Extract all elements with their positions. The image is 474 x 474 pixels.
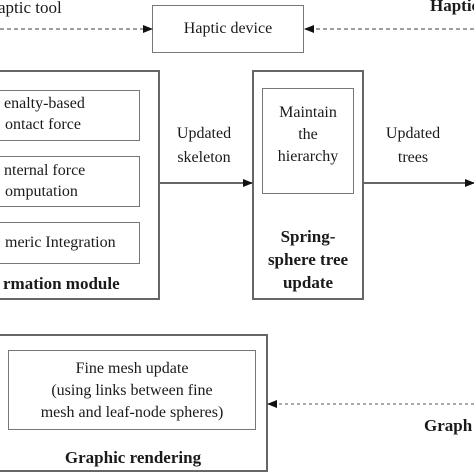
penalty-contact-box: enalty-based ontact force [0, 90, 140, 141]
deformation-module-box: enalty-based ontact force nternal force … [0, 70, 160, 300]
maintain-line3: hierarchy [277, 148, 339, 165]
graphic-rendering-title: Graphic rendering [64, 448, 202, 467]
updated-skeleton-line1: Updated [176, 125, 232, 142]
maintain-line1: Maintain [279, 104, 337, 121]
deformation-module-title: rmation module [3, 274, 120, 293]
internal-force-line2: omputation [5, 183, 78, 200]
spring-sphere-title-line3: update [282, 273, 334, 292]
haptic-device-label: Haptic device [183, 20, 273, 37]
haptic-right-label: Haptic [430, 0, 474, 15]
penalty-contact-line2: ontact force [5, 116, 81, 133]
penalty-contact-line1: enalty-based [4, 95, 85, 112]
numeric-integration-box: meric Integration [0, 222, 140, 264]
maintain-hierarchy-box: Maintain the hierarchy [262, 88, 354, 194]
haptic-device-box: Haptic device [152, 5, 304, 53]
numeric-integration-label: meric Integration [5, 234, 116, 251]
spring-sphere-title-line1: Spring- [280, 227, 336, 246]
updated-trees-line1: Updated [385, 125, 441, 142]
graphic-right-label: Graph [424, 416, 473, 435]
haptic-tool-label: aptic tool [0, 0, 62, 17]
internal-force-line1: nternal force [4, 162, 86, 179]
spring-sphere-box: Maintain the hierarchy Spring- sphere tr… [252, 70, 364, 300]
fine-mesh-box: Fine mesh update (using links between fi… [8, 350, 256, 430]
spring-sphere-title-line2: sphere tree [267, 250, 349, 269]
updated-skeleton-line2: skeleton [177, 149, 231, 166]
fine-mesh-line1: Fine mesh update [75, 360, 189, 377]
maintain-line2: the [298, 126, 318, 143]
graphic-rendering-box: Fine mesh update (using links between fi… [0, 334, 268, 472]
updated-trees-line2: trees [397, 149, 429, 166]
internal-force-box: nternal force omputation [0, 156, 140, 207]
fine-mesh-line3: mesh and leaf-node spheres) [40, 404, 224, 421]
fine-mesh-line2: (using links between fine [51, 382, 213, 399]
